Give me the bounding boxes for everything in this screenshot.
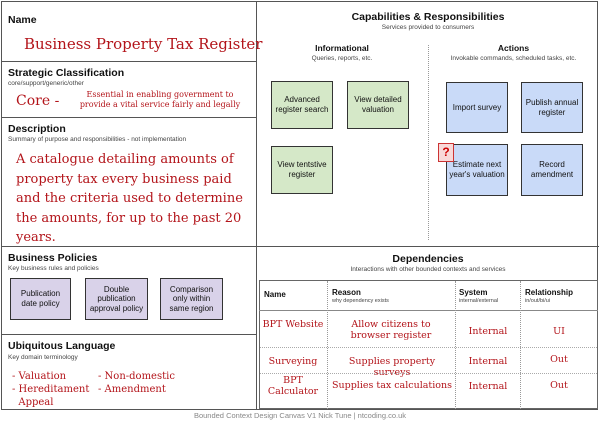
name-heading: Name [8, 14, 37, 26]
language-term: - Non-domestic [98, 371, 175, 382]
description-value: A catalogue detailing amounts of propert… [16, 152, 243, 245]
informational-box: View tentstive register [271, 146, 333, 194]
dep-col-divider [520, 281, 521, 409]
action-box: Estimate next year's valuation [446, 144, 508, 196]
dep-col-relationship: Relationship [525, 288, 574, 297]
dep-row-reason: Supplies tax calculations [332, 380, 452, 391]
actions-heading: Actions [497, 43, 530, 53]
dependencies-heading: Dependencies [392, 253, 464, 265]
question-mark-sticky: ? [438, 143, 454, 162]
capabilities-separator [428, 45, 429, 240]
context-name: Business Property Tax Register [24, 35, 263, 53]
dep-col-system: System [459, 288, 488, 297]
description-sub: Summary of purpose and responsibilities … [8, 136, 187, 143]
canvas-footer: Bounded Context Design Canvas V1 Nick Tu… [193, 411, 407, 420]
dep-col-relationship-sub: in/out/bi/ui [525, 298, 551, 304]
dependencies-table [259, 280, 598, 409]
dep-col-reason: Reason [332, 288, 361, 297]
divider-name [1, 61, 257, 62]
dependencies-header-line [259, 310, 598, 311]
dep-row-relationship: Out [550, 380, 568, 391]
dep-col-reason-sub: why dependency exists [332, 298, 389, 304]
dep-row-system: Internal [468, 381, 508, 392]
canvas-frame [1, 1, 598, 410]
informational-sub: Queries, reports, etc. [311, 55, 373, 62]
strategic-note: Essential in enabling government to prov… [79, 90, 241, 109]
strategic-sub: core/support/generic/other [8, 80, 84, 87]
language-term: Appeal [12, 397, 54, 408]
dep-row-relationship: Out [550, 354, 568, 365]
policies-heading: Business Policies [8, 252, 98, 264]
divider-strategic [1, 117, 257, 118]
policy-box: Comparison only within same region [160, 278, 223, 320]
actions-sub: Invokable commands, scheduled tasks, etc… [450, 55, 577, 62]
left-right-divider [256, 1, 257, 410]
dep-row-system: Internal [468, 326, 508, 337]
description-heading: Description [8, 123, 66, 135]
action-box: Import survey [446, 82, 508, 133]
informational-box: View detailed valuation [347, 81, 409, 129]
dep-row-divider [260, 347, 597, 348]
dep-row-name: BPT Calculator [267, 375, 319, 397]
capabilities-sub: Services provided to consumers [381, 24, 475, 31]
dep-row-name: Surveying [268, 356, 318, 367]
language-sub: Key domain terminology [8, 354, 78, 361]
dep-row-system: Internal [468, 356, 508, 367]
action-box: Record amendment [521, 144, 583, 196]
dep-col-divider [455, 281, 456, 409]
language-term: - Hereditament [12, 384, 90, 395]
strategic-heading: Strategic Classification [8, 67, 125, 79]
policy-box: Publication date policy [10, 278, 71, 320]
dep-row-divider [260, 373, 597, 374]
language-term: - Valuation [12, 371, 67, 382]
informational-box: Advanced register search [271, 81, 333, 129]
dep-row-relationship: UI [553, 326, 565, 337]
policies-sub: Key business rules and policies [8, 265, 99, 272]
dep-row-reason: Supplies property surveys [348, 356, 436, 378]
divider-middle [1, 246, 599, 247]
dep-row-reason: Allow citizens to browser register [350, 319, 432, 341]
dep-col-system-sub: internal/external [459, 298, 499, 304]
policy-box: Double publication approval policy [85, 278, 148, 320]
dep-col-divider [327, 281, 328, 409]
dep-col-name: Name [264, 290, 286, 299]
language-heading: Ubiquitous Language [8, 340, 116, 352]
capabilities-heading: Capabilities & Responsibilities [351, 11, 505, 23]
strategic-value: Core - [16, 93, 60, 109]
dependencies-sub: Interactions with other bounded contexts… [350, 266, 506, 273]
action-box: Publish annual register [521, 82, 583, 133]
informational-heading: Informational [315, 43, 369, 53]
language-term: - Amendment [98, 384, 166, 395]
dep-row-name: BPT Website [262, 319, 324, 330]
divider-policies [1, 334, 257, 335]
